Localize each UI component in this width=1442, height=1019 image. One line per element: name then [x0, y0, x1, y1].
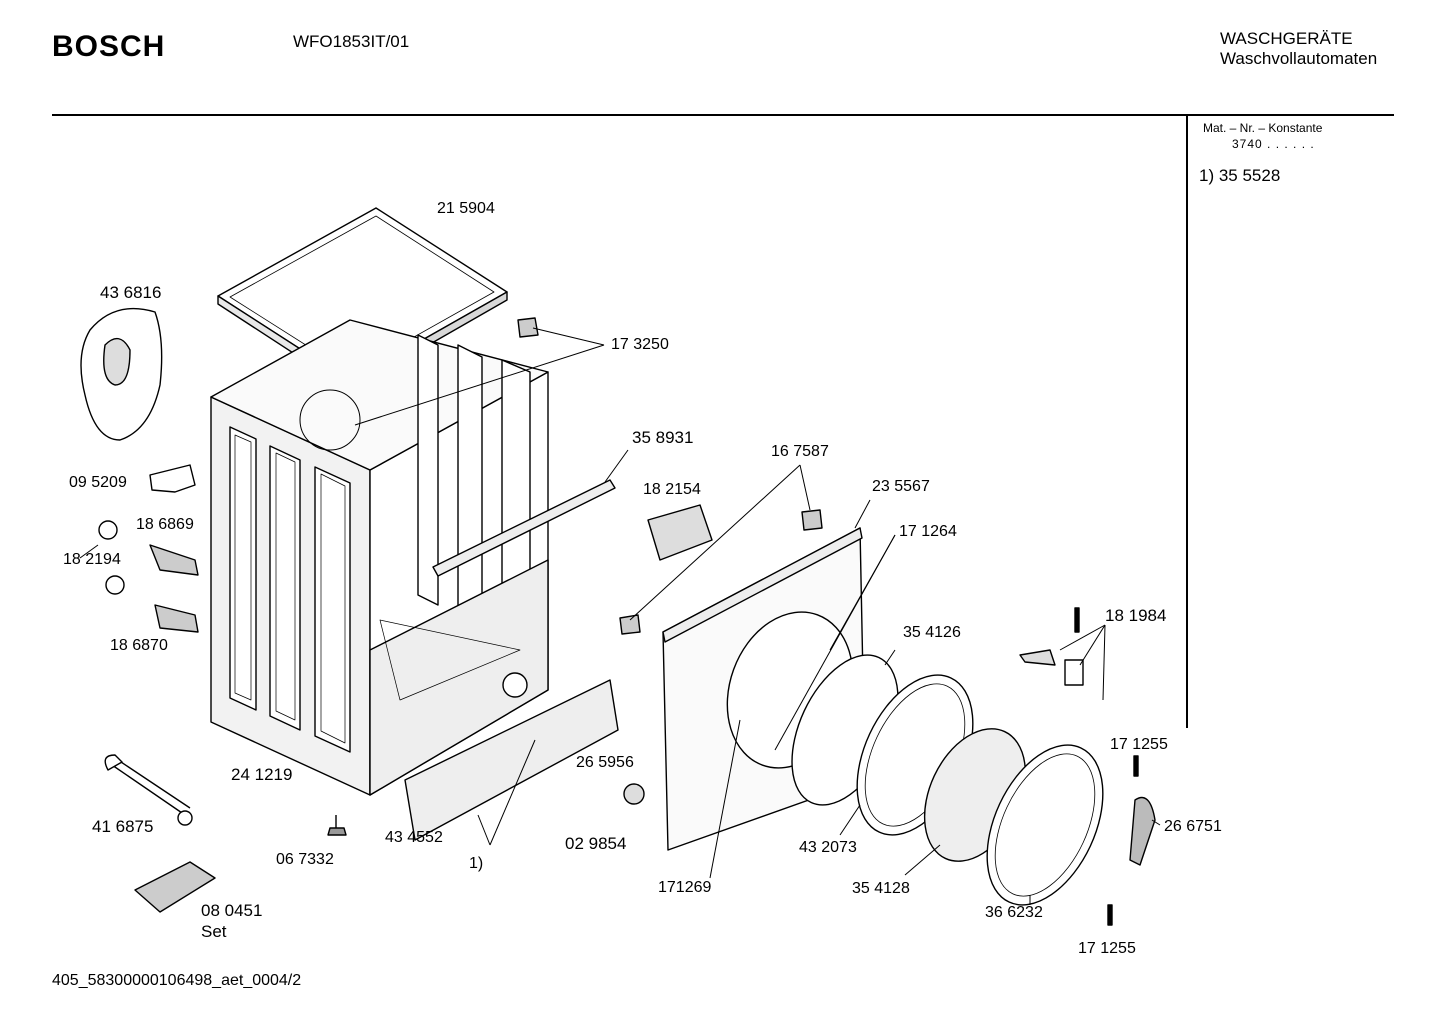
clip-part [517, 317, 539, 338]
hinge-part [1064, 659, 1084, 686]
part-label: 26 5956 [576, 754, 634, 771]
part-label: 23 5567 [872, 478, 930, 495]
header-divider [52, 114, 1394, 116]
door-handle [1129, 796, 1156, 866]
foot-screw [327, 815, 347, 836]
category-title: WASCHGERÄTE [1220, 29, 1353, 48]
part-label: 35 4126 [903, 624, 961, 641]
model-number: WFO1853IT/01 [293, 32, 410, 51]
part-label: 18 2194 [63, 551, 121, 568]
bracket-part [149, 464, 196, 493]
part-label: 43 2073 [799, 839, 857, 856]
control-fascia [404, 679, 619, 841]
part-label: 18 2154 [643, 481, 701, 498]
damper-part [154, 604, 199, 633]
transport-plate [134, 861, 216, 913]
leader-lines [79, 327, 1161, 905]
brand-logo: BOSCH [52, 30, 166, 63]
part-label: 35 8931 [632, 428, 694, 447]
door-lock [647, 504, 713, 561]
wrench-tool [111, 759, 191, 816]
sidebar-divider [1186, 116, 1188, 728]
cross-strut [432, 479, 616, 577]
pin-part [1074, 607, 1080, 633]
part-label: 43 4552 [385, 829, 443, 846]
part-label: 17 1264 [899, 523, 957, 540]
hinge-part [1019, 649, 1056, 666]
part-label: 18 6869 [136, 516, 194, 533]
part-label: 171269 [658, 879, 712, 896]
cabinet-frame [210, 319, 549, 796]
part-label: 43 6816 [100, 283, 162, 302]
clip-part [801, 509, 823, 531]
part-label: 18 6870 [110, 637, 168, 654]
part-label: 17 3250 [611, 336, 669, 353]
knob-part [623, 783, 645, 805]
foot-part [105, 575, 125, 595]
document-id: 405_58300000106498_aet_0004/2 [52, 972, 302, 989]
part-label: 1) [469, 855, 484, 872]
rear-cover-panel [80, 307, 163, 441]
part-label: 17 1255 [1078, 940, 1136, 957]
part-label: 18 1984 [1105, 606, 1167, 625]
part-label: 08 0451 [201, 901, 263, 920]
part-label: 06 7332 [276, 851, 334, 868]
pin-part [1107, 904, 1113, 926]
part-label: 09 5209 [69, 474, 127, 491]
part-label: 17 1255 [1110, 736, 1168, 753]
clip-part [619, 614, 641, 635]
part-label: 36 6232 [985, 904, 1043, 921]
foot-part [98, 520, 118, 540]
damper-part [149, 544, 199, 576]
part-label: 35 4128 [852, 880, 910, 897]
part-label: 02 9854 [565, 834, 627, 853]
part-label: 21 5904 [437, 200, 495, 217]
category-subtitle: Waschvollautomaten [1220, 49, 1378, 68]
part-label: 16 7587 [771, 443, 829, 460]
footnote-part: 1) 35 5528 [1199, 166, 1281, 185]
outer-door-ring [986, 744, 1104, 906]
mat-label: Mat. – Nr. – Konstante [1203, 121, 1323, 135]
part-label: 41 6875 [92, 817, 154, 836]
mat-value: 3740 . . . . . . [1232, 137, 1315, 151]
part-label: Set [201, 922, 227, 941]
part-label: 24 1219 [231, 765, 293, 784]
pin-part [1133, 755, 1139, 777]
part-label: 26 6751 [1164, 818, 1222, 835]
